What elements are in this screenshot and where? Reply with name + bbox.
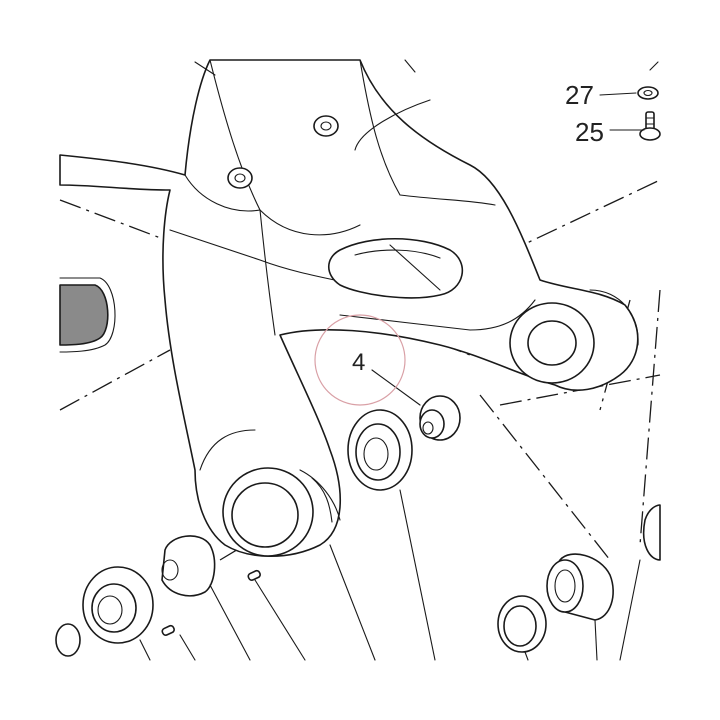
needle-bearing <box>546 553 614 621</box>
casting-slot <box>327 238 464 299</box>
bearing-seal <box>347 409 413 491</box>
seal-ring <box>497 595 547 653</box>
upper-pivot-boss <box>509 289 639 384</box>
leader-lines <box>139 489 641 661</box>
washer-27 <box>637 61 659 100</box>
screw-25 <box>639 111 661 141</box>
callout-27: 27 <box>565 80 594 110</box>
spacer-bushing <box>419 395 461 441</box>
callout-25: 25 <box>575 117 604 147</box>
lower-bearing <box>82 566 154 644</box>
left-gasket <box>59 277 116 353</box>
lower-pivot-boss <box>222 467 341 557</box>
swingarm-casting <box>59 59 639 557</box>
right-edge-bearing <box>642 504 661 561</box>
lower-left-washer <box>55 623 81 657</box>
lower-spacer <box>161 535 216 597</box>
bolt-holes <box>227 115 339 189</box>
highlight-circle <box>314 314 406 406</box>
leader-27 <box>599 92 637 96</box>
callout-4: 4 <box>352 349 365 376</box>
dowel-pins <box>161 569 261 636</box>
